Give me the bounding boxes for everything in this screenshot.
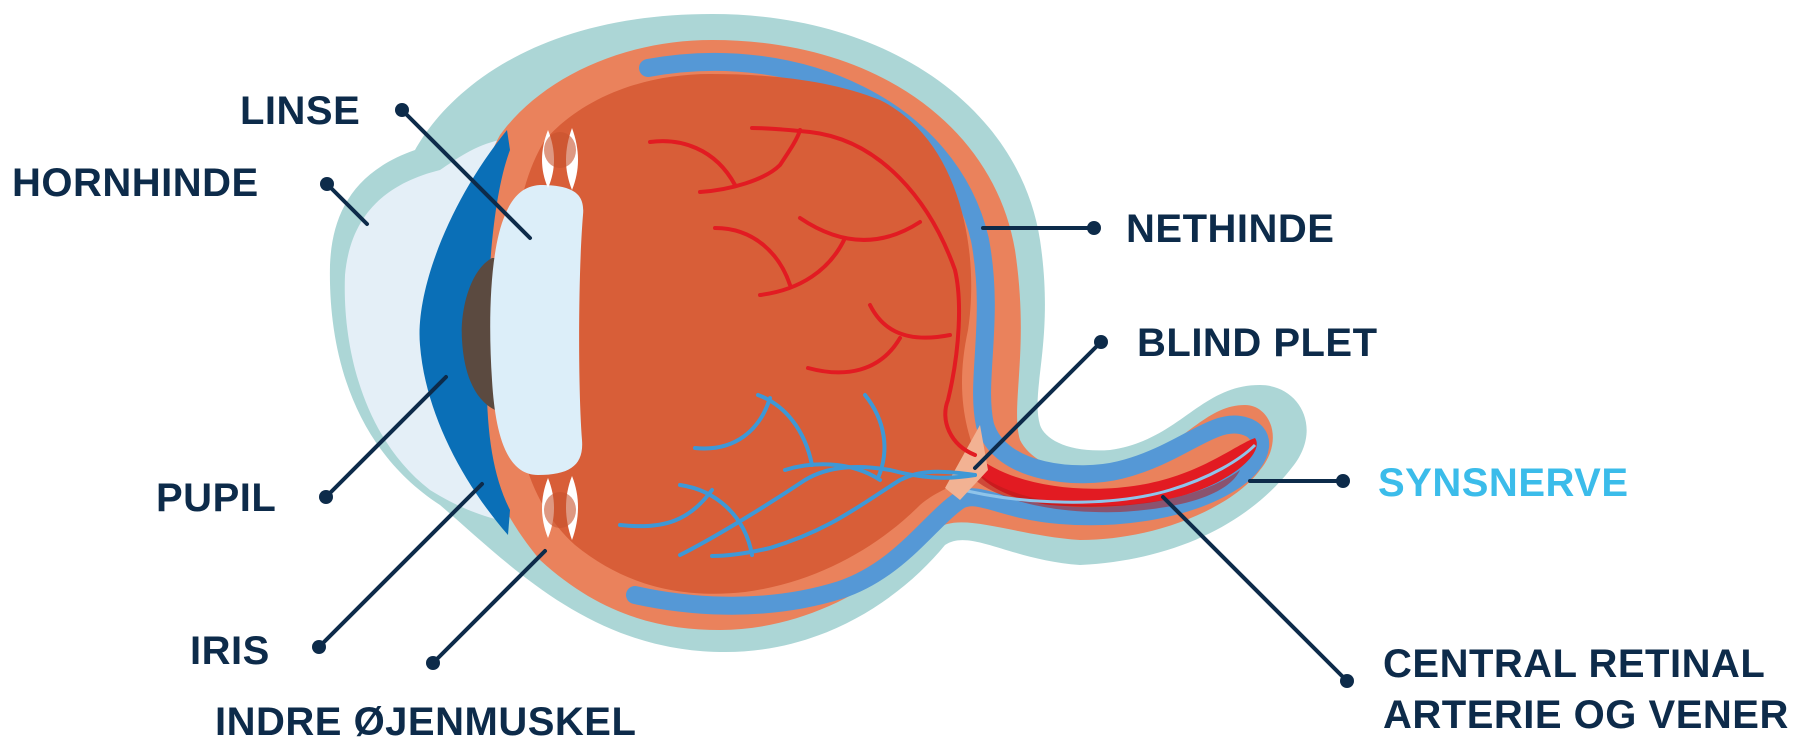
label-synsnerve: SYNSNERVE bbox=[1378, 461, 1629, 505]
ciliary-muscle-bottom bbox=[544, 492, 576, 528]
label-pupil: PUPIL bbox=[156, 476, 276, 520]
lens-shape bbox=[490, 185, 583, 475]
dot-nethinde bbox=[1087, 221, 1101, 235]
label-central-retinal-line2: ARTERIE OG VENER bbox=[1383, 693, 1789, 737]
leader-indre-ojenmuskel bbox=[433, 551, 545, 663]
dot-indre-ojenmuskel bbox=[426, 656, 440, 670]
dot-blind-plet bbox=[1094, 335, 1108, 349]
dot-hornhinde bbox=[320, 177, 334, 191]
dot-linse bbox=[395, 103, 409, 117]
label-central-retinal-line1: CENTRAL RETINAL bbox=[1383, 642, 1765, 686]
label-hornhinde: HORNHINDE bbox=[12, 161, 259, 205]
leader-central-retinal bbox=[1163, 497, 1347, 681]
label-indre-ojenmuskel: INDRE ØJENMUSKEL bbox=[215, 700, 636, 744]
label-linse: LINSE bbox=[240, 89, 360, 133]
ciliary-muscle-top bbox=[544, 132, 576, 168]
label-blind-plet: BLIND PLET bbox=[1137, 321, 1378, 365]
leader-iris bbox=[319, 484, 482, 647]
label-nethinde: NETHINDE bbox=[1126, 207, 1334, 251]
dot-synsnerve bbox=[1336, 474, 1350, 488]
label-iris: IRIS bbox=[190, 629, 270, 673]
dot-pupil bbox=[319, 490, 333, 504]
dot-central-retinal bbox=[1340, 674, 1354, 688]
dot-iris bbox=[312, 640, 326, 654]
